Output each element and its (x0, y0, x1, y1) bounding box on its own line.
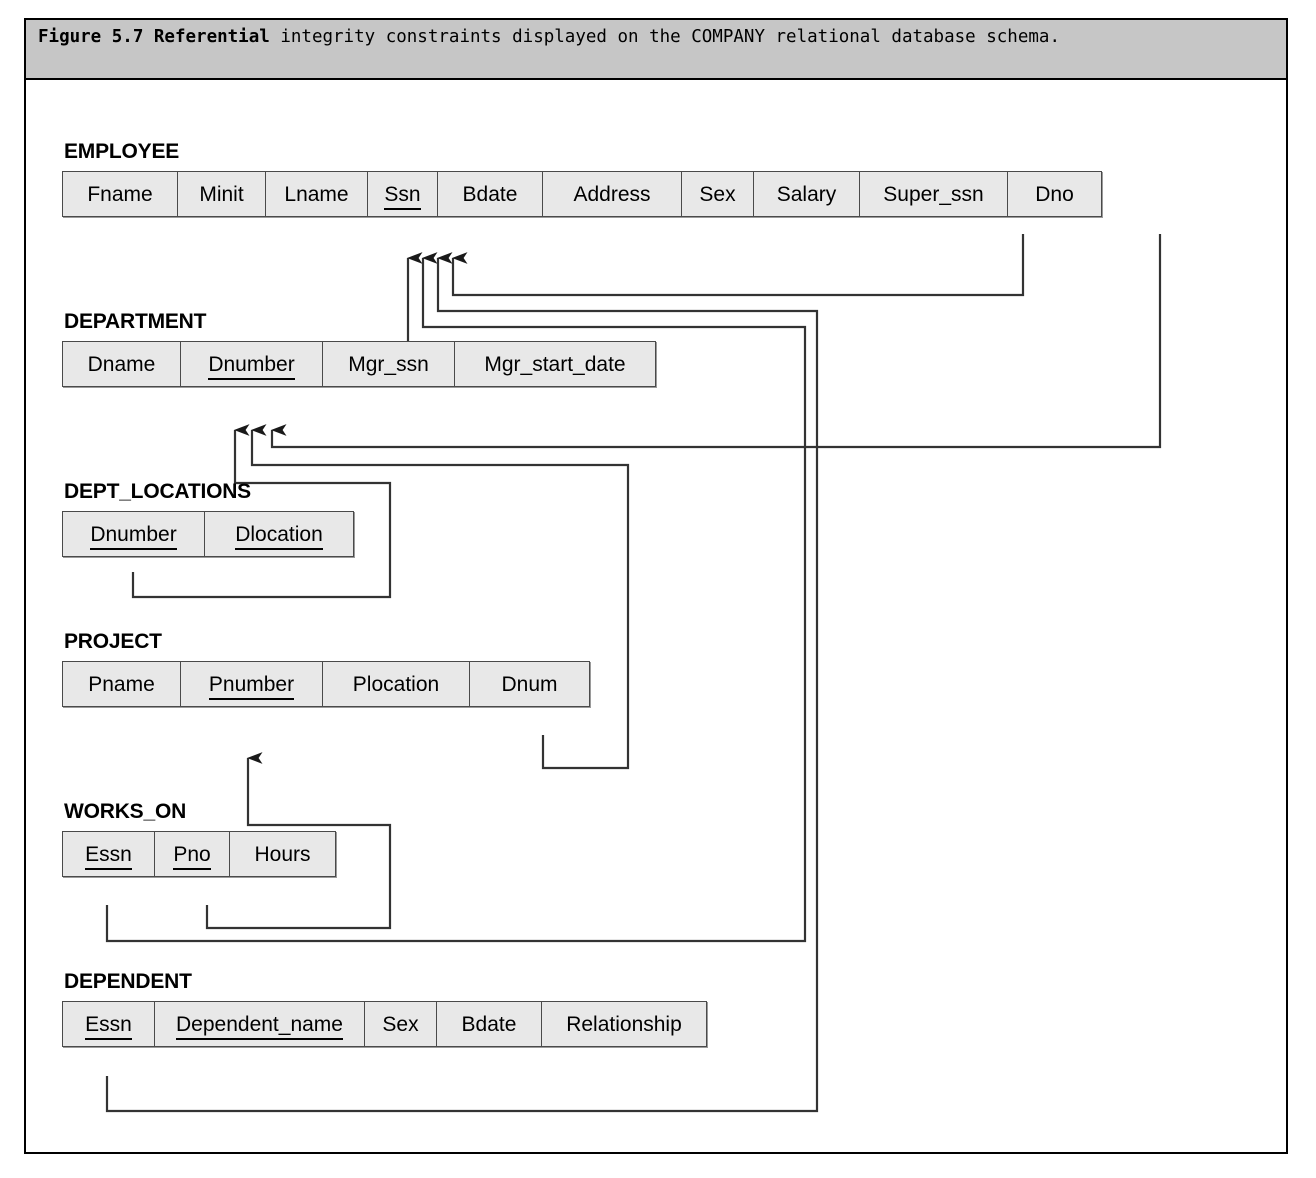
attribute-employee-address[interactable]: Address (543, 172, 682, 216)
relation-dept-locations: DEPT_LOCATIONS Dnumber Dlocation (62, 480, 354, 557)
attribute-department-dnumber[interactable]: Dnumber (181, 342, 323, 386)
attribute-employee-ssn[interactable]: Ssn (368, 172, 438, 216)
attribute-project-dnum[interactable]: Dnum (470, 662, 589, 706)
relation-title-works-on: WORKS_ON (64, 800, 187, 823)
attribute-row-project: Pname Pnumber Plocation Dnum (62, 661, 590, 707)
attribute-employee-super-ssn[interactable]: Super_ssn (860, 172, 1008, 216)
attribute-department-mgr-ssn[interactable]: Mgr_ssn (323, 342, 455, 386)
attribute-deptloc-dlocation[interactable]: Dlocation (205, 512, 353, 556)
caption-rest: integrity constraints displayed on the C… (269, 27, 1060, 47)
relation-title-department: DEPARTMENT (64, 310, 207, 333)
attribute-row-works-on: Essn Pno Hours (62, 831, 336, 877)
relation-title-dept-locations: DEPT_LOCATIONS (64, 480, 251, 503)
attribute-dependent-essn[interactable]: Essn (63, 1002, 155, 1046)
attribute-department-mgr-start-date[interactable]: Mgr_start_date (455, 342, 655, 386)
caption-bold-prefix: Figure 5.7 Referential (38, 27, 270, 47)
relation-title-employee: EMPLOYEE (64, 140, 180, 163)
attribute-project-plocation[interactable]: Plocation (323, 662, 470, 706)
relation-dependent: DEPENDENT Essn Dependent_name Sex Bdate … (62, 970, 707, 1047)
attribute-employee-bdate[interactable]: Bdate (438, 172, 543, 216)
attribute-employee-fname[interactable]: Fname (63, 172, 178, 216)
attribute-works-on-hours[interactable]: Hours (230, 832, 335, 876)
attribute-row-dependent: Essn Dependent_name Sex Bdate Relationsh… (62, 1001, 707, 1047)
relation-employee: EMPLOYEE Fname Minit Lname Ssn Bdate Add… (62, 140, 1102, 217)
figure-caption: Figure 5.7 Referential integrity constra… (26, 20, 1286, 80)
attribute-dependent-relationship[interactable]: Relationship (542, 1002, 706, 1046)
attribute-dependent-bdate[interactable]: Bdate (437, 1002, 542, 1046)
attribute-row-department: Dname Dnumber Mgr_ssn Mgr_start_date (62, 341, 656, 387)
attribute-deptloc-dnumber[interactable]: Dnumber (63, 512, 205, 556)
attribute-employee-lname[interactable]: Lname (266, 172, 368, 216)
attribute-dependent-sex[interactable]: Sex (365, 1002, 437, 1046)
relation-department: DEPARTMENT Dname Dnumber Mgr_ssn Mgr_sta… (62, 310, 656, 387)
relation-project: PROJECT Pname Pnumber Plocation Dnum (62, 630, 590, 707)
attribute-employee-minit[interactable]: Minit (178, 172, 266, 216)
attribute-works-on-essn[interactable]: Essn (63, 832, 155, 876)
relation-title-dependent: DEPENDENT (64, 970, 192, 993)
attribute-row-employee: Fname Minit Lname Ssn Bdate Address Sex … (62, 171, 1102, 217)
attribute-employee-dno[interactable]: Dno (1008, 172, 1101, 216)
attribute-department-dname[interactable]: Dname (63, 342, 181, 386)
attribute-project-pname[interactable]: Pname (63, 662, 181, 706)
attribute-row-dept-locations: Dnumber Dlocation (62, 511, 354, 557)
attribute-employee-salary[interactable]: Salary (754, 172, 860, 216)
relation-title-project: PROJECT (64, 630, 162, 653)
attribute-dependent-dependent-name[interactable]: Dependent_name (155, 1002, 365, 1046)
relation-works-on: WORKS_ON Essn Pno Hours (62, 800, 336, 877)
attribute-employee-sex[interactable]: Sex (682, 172, 754, 216)
attribute-project-pnumber[interactable]: Pnumber (181, 662, 323, 706)
attribute-works-on-pno[interactable]: Pno (155, 832, 230, 876)
